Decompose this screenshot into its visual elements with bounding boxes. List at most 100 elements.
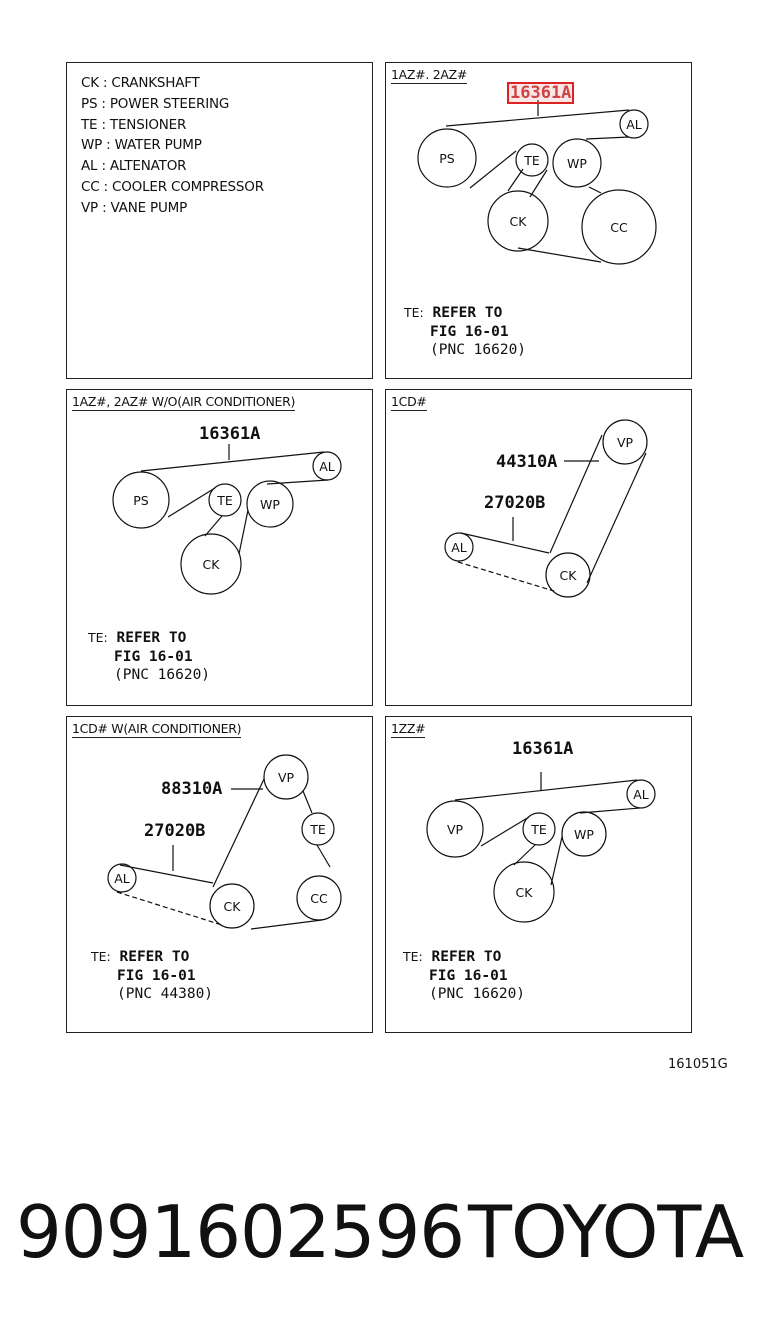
legend-item: WP : WATER PUMP bbox=[81, 137, 202, 154]
legend-list: CK : CRANKSHAFT PS : POWER STEERING TE :… bbox=[81, 73, 264, 219]
legend-item: CK : CRANKSHAFT bbox=[81, 75, 200, 91]
legend-item: TE : TENSIONER bbox=[81, 116, 187, 133]
belt-segment bbox=[445, 109, 630, 127]
panel-title: 1CD# bbox=[391, 394, 427, 411]
panel-title: 1ZZ# bbox=[391, 721, 426, 738]
pulley-al bbox=[107, 863, 137, 893]
part-number-al-belt[interactable]: 27020B bbox=[484, 493, 546, 513]
tensioner-reference: TE: REFER TO FIG 16-01 (PNC 44380) bbox=[91, 949, 214, 1002]
panel-title: 1AZ#, 2AZ# W/O(AIR CONDITIONER) bbox=[72, 394, 296, 411]
pulley-label: VP bbox=[617, 435, 634, 450]
belt-segment bbox=[586, 452, 647, 584]
belt-segment bbox=[480, 816, 530, 847]
belt-segment bbox=[517, 247, 602, 263]
pulley-label: CC bbox=[310, 891, 328, 906]
tensioner-reference: TE: REFER TO FIG 16-01 (PNC 16620) bbox=[404, 305, 527, 358]
pulley-ck bbox=[493, 861, 555, 923]
pulley-vp bbox=[263, 754, 309, 800]
pulley-label: CC bbox=[610, 220, 628, 235]
pulley-label: AL bbox=[114, 871, 130, 886]
belt-diagram: VP TE WP AL CK bbox=[426, 772, 656, 923]
belt-segment bbox=[250, 919, 323, 930]
pulley-te bbox=[208, 483, 242, 517]
pulley-ck bbox=[209, 883, 255, 929]
tensioner-reference: TE: REFER TO FIG 16-01 (PNC 16620) bbox=[403, 949, 526, 1002]
belt-segment bbox=[140, 451, 325, 472]
panel-title: 1CD# W(AIR CONDITIONER) bbox=[72, 721, 242, 738]
part-number[interactable]: 16361A bbox=[512, 739, 574, 759]
pulley-label: PS bbox=[133, 493, 149, 508]
pulley-wp bbox=[246, 480, 294, 528]
belt-diagram: VP AL CK bbox=[444, 419, 648, 598]
pulley-label: VP bbox=[447, 822, 464, 837]
pulley-vp bbox=[426, 800, 484, 858]
pulley-label: CK bbox=[203, 557, 221, 572]
pulley-label: AL bbox=[633, 787, 649, 802]
pulley-label: AL bbox=[451, 540, 467, 555]
pulley-al bbox=[626, 779, 656, 809]
pulley-label: WP bbox=[260, 497, 280, 512]
part-number[interactable]: 16361A bbox=[199, 424, 261, 444]
belt-segment bbox=[316, 844, 331, 868]
legend-item: CC : COOLER COMPRESSOR bbox=[81, 178, 264, 195]
brand-caption: TOYOTA bbox=[468, 1190, 744, 1274]
pulley-ck bbox=[180, 533, 242, 595]
part-number-al-belt[interactable]: 27020B bbox=[144, 821, 206, 841]
belt-segment bbox=[238, 509, 249, 555]
belt-segment bbox=[507, 168, 524, 192]
belt-segment bbox=[529, 169, 548, 198]
legend-item: AL : ALTENATOR bbox=[81, 158, 187, 175]
pulley-label: CK bbox=[224, 899, 242, 914]
pulley-label: WP bbox=[567, 156, 587, 171]
belt-segment bbox=[119, 864, 214, 884]
pulley-wp bbox=[552, 138, 602, 188]
belt-segment bbox=[513, 844, 536, 866]
belt-segment bbox=[204, 515, 223, 537]
pulley-label: VP bbox=[278, 770, 295, 785]
belt-segment bbox=[167, 487, 216, 518]
pulley-cc bbox=[296, 875, 342, 921]
diagram-panel-1az-2az: 1AZ#. 2AZ# PS TE WP AL CK CC 16361A bbox=[385, 62, 692, 379]
belt-segment bbox=[460, 532, 550, 554]
pulley-al bbox=[312, 451, 342, 481]
pulley-wp bbox=[561, 811, 607, 857]
legend-item: VP : VANE PUMP bbox=[81, 199, 188, 216]
belt-segment bbox=[588, 186, 602, 194]
pulley-label: AL bbox=[626, 117, 642, 132]
belt-segment bbox=[550, 836, 563, 886]
pulley-label: TE bbox=[523, 153, 540, 168]
belt-segment bbox=[469, 150, 517, 189]
pulley-al bbox=[619, 109, 649, 139]
belt-diagram: VP TE AL CK CC bbox=[107, 754, 342, 930]
belt-segment bbox=[212, 778, 265, 888]
belt-segment bbox=[457, 561, 555, 592]
belt-diagram: PS TE WP AL CK CC bbox=[417, 100, 657, 265]
diagram-panel-1zz: 1ZZ# VP TE WP AL CK 16361A TE: REFER TO … bbox=[385, 716, 692, 1033]
part-number-vp-belt[interactable]: 88310A bbox=[161, 779, 223, 799]
belt-segment bbox=[302, 790, 313, 814]
pulley-label: CK bbox=[516, 885, 534, 900]
belt-segment bbox=[454, 779, 638, 801]
diagram-panel-1cd-w-ac: 1CD# W(AIR CONDITIONER) VP TE AL CK CC 8… bbox=[66, 716, 373, 1033]
legend-panel: CK : CRANKSHAFT PS : POWER STEERING TE :… bbox=[66, 62, 373, 379]
pulley-label: TE bbox=[216, 493, 233, 508]
highlighted-part-number[interactable]: 16361A bbox=[507, 82, 575, 104]
belt-segment bbox=[579, 807, 641, 814]
pulley-label: AL bbox=[319, 459, 335, 474]
legend-item: PS : POWER STEERING bbox=[81, 95, 230, 112]
pulley-label: PS bbox=[439, 151, 455, 166]
belt-segment bbox=[116, 891, 223, 926]
pulley-te bbox=[515, 143, 549, 177]
pulley-label: WP bbox=[574, 827, 594, 842]
tensioner-reference: TE: REFER TO FIG 16-01 (PNC 16620) bbox=[88, 630, 211, 683]
belt-segment bbox=[266, 479, 329, 485]
belt-segment bbox=[585, 136, 630, 140]
pulley-label: CK bbox=[560, 568, 578, 583]
part-number-vp-belt[interactable]: 44310A bbox=[496, 452, 558, 472]
panel-title: 1AZ#. 2AZ# bbox=[391, 67, 468, 84]
diagram-panel-1az-2az-wo-ac: 1AZ#, 2AZ# W/O(AIR CONDITIONER) PS TE WP… bbox=[66, 389, 373, 706]
belt-diagram: PS TE WP AL CK bbox=[112, 444, 342, 595]
pulley-al bbox=[444, 532, 474, 562]
pulley-ck bbox=[487, 190, 549, 252]
pulley-ps bbox=[417, 128, 477, 188]
